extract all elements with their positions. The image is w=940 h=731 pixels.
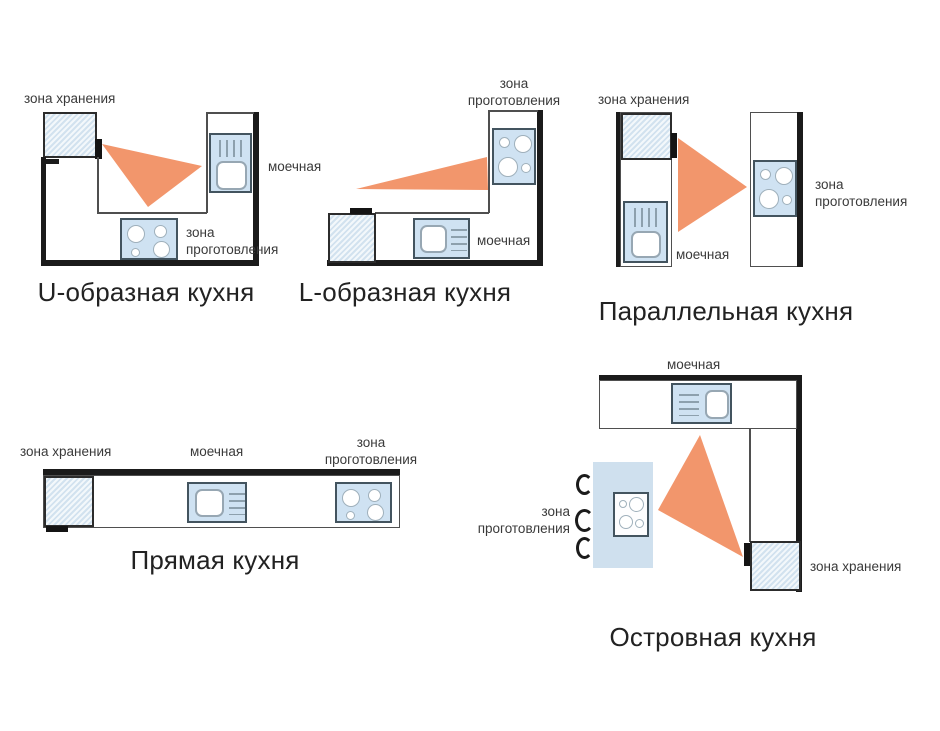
- work-triangle-l-shaped: [356, 157, 488, 190]
- work-triangle-island: [658, 435, 743, 557]
- work-triangle-parallel: [678, 138, 747, 232]
- work-triangle-u-shaped: [102, 144, 202, 207]
